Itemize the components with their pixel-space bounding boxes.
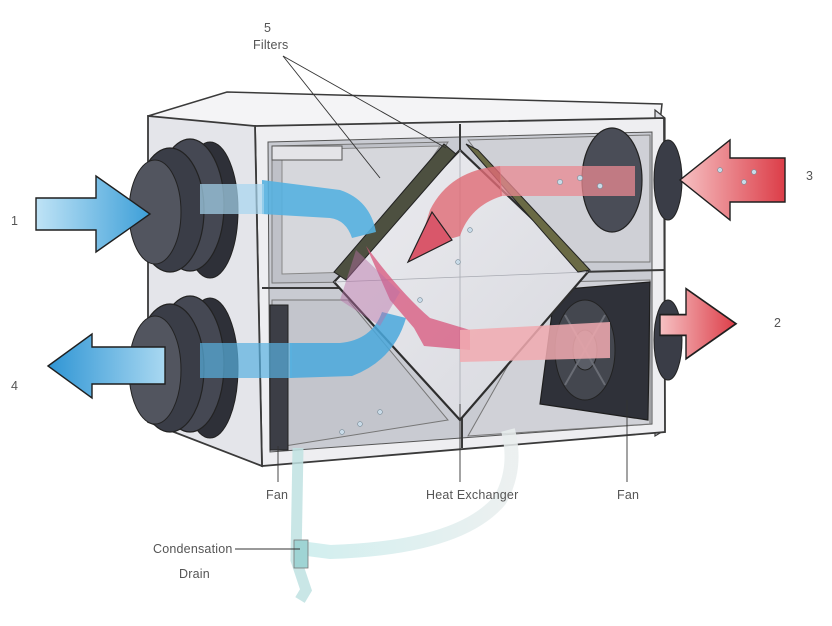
label-stale-air-in-number: 3 bbox=[806, 169, 814, 183]
duct-collar-upper-left bbox=[128, 138, 239, 279]
label-fan-right: Fan bbox=[617, 488, 640, 502]
condensation-drain-pipe bbox=[290, 428, 519, 603]
label-filters-number: 5 bbox=[264, 21, 272, 35]
leader-lines bbox=[235, 55, 628, 550]
airflow-fresh-in bbox=[35, 174, 376, 254]
label-fan-left: Fan bbox=[266, 488, 289, 502]
label-supply-out-number: 2 bbox=[774, 316, 782, 330]
label-condensation: Condensation bbox=[153, 542, 233, 556]
airflow-supply-out bbox=[366, 246, 738, 362]
airflow-stale-in bbox=[406, 138, 786, 264]
label-fresh-air-in-number: 1 bbox=[11, 214, 19, 228]
label-drain: Drain bbox=[179, 567, 210, 581]
label-filters: Filters bbox=[253, 38, 289, 52]
label-heat-exchanger: Heat Exchanger bbox=[426, 488, 519, 502]
airflow-exhaust-out bbox=[46, 312, 406, 400]
label-exhaust-out-number: 4 bbox=[11, 379, 19, 393]
duct-collar-lower-right bbox=[653, 299, 683, 381]
condensation-drops bbox=[339, 167, 757, 435]
